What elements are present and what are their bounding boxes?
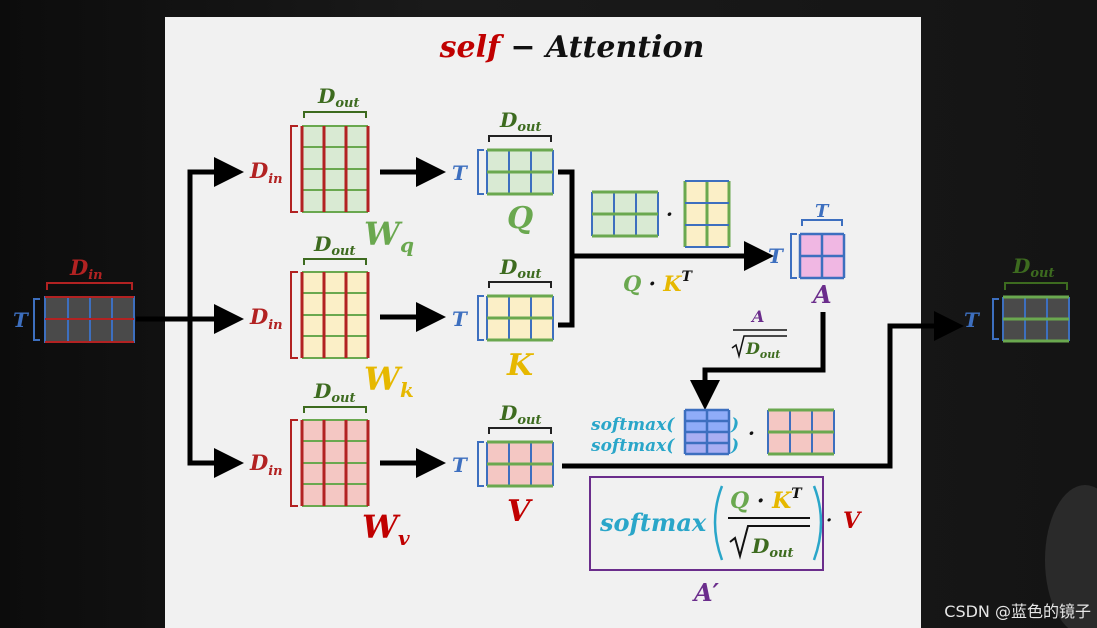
qk-dot: ·: [666, 202, 673, 226]
q-matrix: [477, 135, 554, 196]
a-prime-label: A′: [692, 578, 720, 607]
v-label: V: [507, 494, 533, 529]
formula-denominator: Dout: [751, 534, 793, 561]
scale-arrow: [690, 312, 826, 410]
title-self: self: [439, 30, 505, 65]
scale-denominator: Dout: [745, 339, 780, 361]
wq-din-label: Din: [249, 158, 283, 187]
wv-din-label: Din: [249, 450, 283, 479]
formula-right-paren: [812, 485, 823, 561]
formula-v: V: [843, 508, 862, 534]
qk-left-matrix: [591, 190, 659, 238]
formula-tail-dot: ·: [826, 510, 832, 531]
formula-sqrt-sign: [729, 525, 810, 560]
qk-right-matrix: [683, 180, 731, 248]
title-attention: − Attention: [500, 30, 704, 65]
output-matrix: [992, 282, 1070, 343]
wv-matrix: [290, 406, 370, 507]
background-shadow: [1045, 485, 1097, 628]
a-label: A: [811, 280, 832, 309]
qk-merge-arrow: [558, 169, 774, 328]
qk-label: Q · KT: [623, 269, 694, 296]
output-arrow: [562, 311, 964, 469]
formula-box: [589, 476, 824, 571]
a-top-t-label: T: [815, 201, 830, 222]
branch-arrows: [136, 157, 244, 478]
k-matrix: [477, 281, 554, 342]
scale-sqrt-sign: [731, 335, 787, 359]
softmax-v-matrix: [767, 408, 835, 456]
v-t-label: T: [452, 453, 469, 477]
wq-label: Wq: [364, 215, 414, 257]
watermark: CSDN @蓝色的镜子: [944, 602, 1091, 621]
output-dout-label: Dout: [1012, 254, 1054, 281]
wq-matrix: [290, 111, 370, 213]
wk-label: Wk: [364, 360, 414, 402]
softmax-row2-close: ): [730, 436, 739, 456]
input-din-label: Din: [69, 255, 103, 283]
wv-dout-label: Dout: [313, 379, 355, 406]
softmax-row1-label: softmax(: [590, 415, 675, 435]
input-t-label: T: [13, 308, 30, 332]
softmax-v-dot: ·: [748, 421, 755, 445]
input-matrix: [33, 282, 135, 343]
wq-dout-label: Dout: [317, 84, 359, 111]
softmax-matrix: [683, 408, 731, 456]
wv-label: Wv: [362, 508, 410, 550]
formula-softmax: softmax: [599, 508, 707, 537]
scale-numerator: A: [750, 307, 764, 326]
k-label: K: [506, 348, 535, 383]
output-t-label: T: [964, 308, 981, 332]
v-matrix: [477, 427, 554, 488]
formula-numerator: Q · KT: [730, 486, 803, 514]
wk-matrix: [290, 258, 370, 359]
q-dout-label: Dout: [499, 108, 541, 135]
wk-dout-label: Dout: [313, 232, 355, 259]
k-dout-label: Dout: [499, 255, 541, 282]
a-matrix: [790, 219, 846, 280]
k-t-label: T: [452, 307, 469, 331]
a-left-t-label: T: [768, 244, 785, 268]
softmax-row1-close: ): [730, 415, 739, 435]
v-dout-label: Dout: [499, 401, 541, 428]
q-t-label: T: [452, 161, 469, 185]
q-label: Q: [507, 201, 533, 236]
title: self − Attention: [439, 30, 705, 65]
softmax-row2-label: softmax(: [590, 436, 675, 456]
wk-din-label: Din: [249, 304, 283, 333]
projection-arrows: [380, 157, 446, 478]
formula-left-paren: [713, 485, 724, 561]
